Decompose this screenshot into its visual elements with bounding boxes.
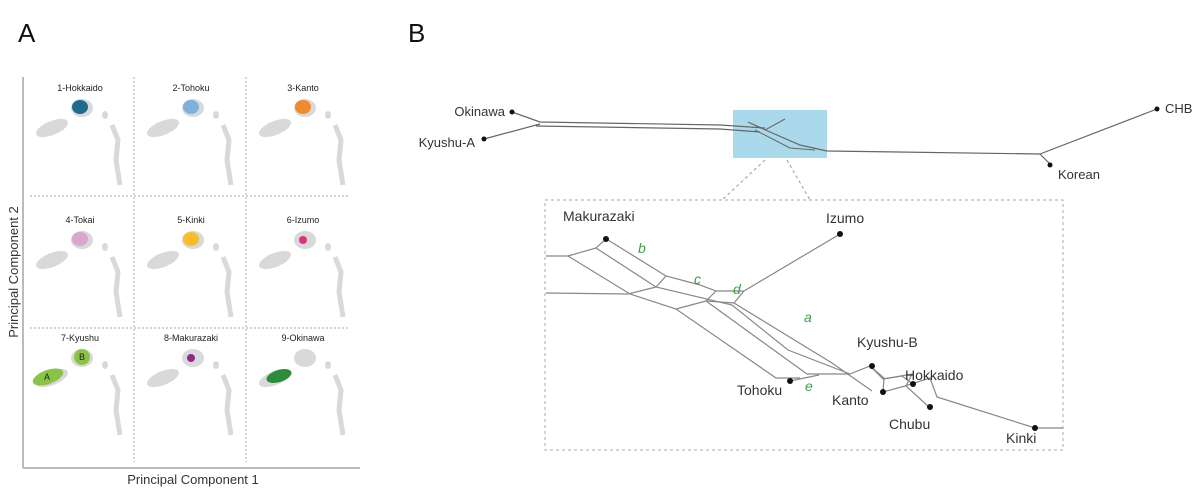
label-kyushu-a: Kyushu-A bbox=[419, 135, 476, 150]
bg-cluster-top bbox=[294, 349, 316, 367]
bg-cluster-left bbox=[147, 250, 179, 270]
subplot-8: 8-Makurazaki bbox=[147, 333, 234, 436]
bg-cluster-small bbox=[213, 243, 219, 251]
subplot-2: 2-Tohoku bbox=[147, 83, 234, 186]
node-chubu bbox=[927, 404, 933, 410]
bg-cluster-left bbox=[147, 368, 179, 388]
subplot-1: 1-Hokkaido bbox=[36, 83, 123, 186]
bg-cluster-arc bbox=[332, 256, 346, 318]
node-tohoku bbox=[787, 378, 793, 384]
highlight-cluster bbox=[266, 369, 292, 383]
bg-cluster-small bbox=[325, 111, 331, 119]
subplot-title: 4-Tokai bbox=[65, 215, 94, 225]
bg-cluster-arc bbox=[332, 374, 346, 436]
split-label-b: b bbox=[638, 240, 646, 256]
bg-cluster-left bbox=[259, 250, 291, 270]
split-label-e: e bbox=[805, 378, 813, 394]
node-okinawa bbox=[509, 109, 515, 115]
subplot-5: 5-Kinki bbox=[147, 215, 234, 318]
bg-cluster-arc bbox=[109, 256, 123, 318]
bg-cluster-small bbox=[102, 111, 108, 119]
highlight-cluster bbox=[72, 232, 88, 246]
bg-cluster-left bbox=[36, 250, 68, 270]
cluster-label-a: A bbox=[44, 372, 50, 382]
node-chb bbox=[1154, 106, 1160, 112]
panel-a-label: A bbox=[18, 18, 36, 48]
subplot-title: 1-Hokkaido bbox=[57, 83, 103, 93]
subplot-title: 2-Tohoku bbox=[172, 83, 209, 93]
bg-cluster-small bbox=[325, 243, 331, 251]
highlight-cluster bbox=[72, 100, 88, 114]
bg-cluster-arc bbox=[220, 124, 234, 186]
split-label-d: d bbox=[733, 281, 742, 297]
label-kinki: Kinki bbox=[1006, 430, 1036, 446]
node-kyushu-b bbox=[869, 363, 875, 369]
panel-b-label: B bbox=[408, 18, 426, 48]
bg-cluster-small bbox=[213, 111, 219, 119]
label-makurazaki: Makurazaki bbox=[563, 208, 635, 224]
y-axis-label: Principal Component 2 bbox=[6, 206, 21, 338]
subplot-title: 3-Kanto bbox=[287, 83, 319, 93]
subplot-title: 6-Izumo bbox=[287, 215, 320, 225]
highlight-cluster bbox=[183, 100, 199, 114]
label-tohoku: Tohoku bbox=[737, 382, 782, 398]
label-izumo: Izumo bbox=[826, 210, 864, 226]
bg-cluster-small bbox=[325, 361, 331, 369]
label-hokkaido: Hokkaido bbox=[905, 367, 964, 383]
inset-frame bbox=[544, 199, 1064, 451]
subplot-9: 9-Okinawa bbox=[259, 333, 346, 436]
node-hokkaido bbox=[910, 381, 916, 387]
node-kyushu-a bbox=[481, 136, 487, 142]
label-okinawa: Okinawa bbox=[454, 104, 505, 119]
pca-panel: Principal Component 1 Principal Componen… bbox=[6, 77, 360, 487]
subplot-6: 6-Izumo bbox=[259, 215, 346, 318]
highlight-cluster bbox=[187, 354, 195, 362]
label-kyushu-b: Kyushu-B bbox=[857, 334, 918, 350]
label-chb: CHB bbox=[1165, 101, 1192, 116]
subplot-3: 3-Kanto bbox=[259, 83, 346, 186]
bg-cluster-small bbox=[102, 243, 108, 251]
bg-cluster-left bbox=[147, 118, 179, 138]
bg-cluster-arc bbox=[109, 124, 123, 186]
node-korean bbox=[1047, 162, 1053, 168]
subplot-title: 9-Okinawa bbox=[281, 333, 324, 343]
network-inset: Makurazaki Izumo Kyushu-B Hokkaido Tohok… bbox=[544, 199, 1064, 451]
subplot-title: 5-Kinki bbox=[177, 215, 205, 225]
node-makurazaki bbox=[603, 236, 609, 242]
label-korean: Korean bbox=[1058, 167, 1100, 182]
subplot-4: 4-Tokai bbox=[36, 215, 123, 318]
highlight-box bbox=[733, 110, 827, 158]
highlight-cluster bbox=[295, 100, 311, 114]
label-kanto: Kanto bbox=[832, 392, 869, 408]
node-kanto bbox=[880, 389, 886, 395]
highlight-cluster bbox=[299, 236, 307, 244]
bg-cluster-arc bbox=[109, 374, 123, 436]
bg-cluster-left bbox=[36, 118, 68, 138]
subplot-title: 8-Makurazaki bbox=[164, 333, 218, 343]
bg-cluster-arc bbox=[220, 256, 234, 318]
bg-cluster-small bbox=[213, 361, 219, 369]
highlight-cluster-a bbox=[32, 368, 64, 386]
node-kinki bbox=[1032, 425, 1038, 431]
subplot-title: 7-Kyushu bbox=[61, 333, 99, 343]
node-izumo bbox=[837, 231, 843, 237]
bg-cluster-arc bbox=[220, 374, 234, 436]
bg-cluster-arc bbox=[332, 124, 346, 186]
highlight-cluster bbox=[183, 232, 199, 246]
network-overview: Okinawa Kyushu-A CHB Korean bbox=[419, 101, 1192, 201]
bg-cluster-left bbox=[259, 118, 291, 138]
highlight-cluster-b bbox=[74, 349, 90, 365]
split-label-c: c bbox=[694, 271, 701, 287]
label-chubu: Chubu bbox=[889, 416, 930, 432]
cluster-label-b: B bbox=[79, 352, 85, 362]
split-label-a: a bbox=[804, 309, 812, 325]
bg-cluster-small bbox=[102, 361, 108, 369]
x-axis-label: Principal Component 1 bbox=[127, 472, 259, 487]
